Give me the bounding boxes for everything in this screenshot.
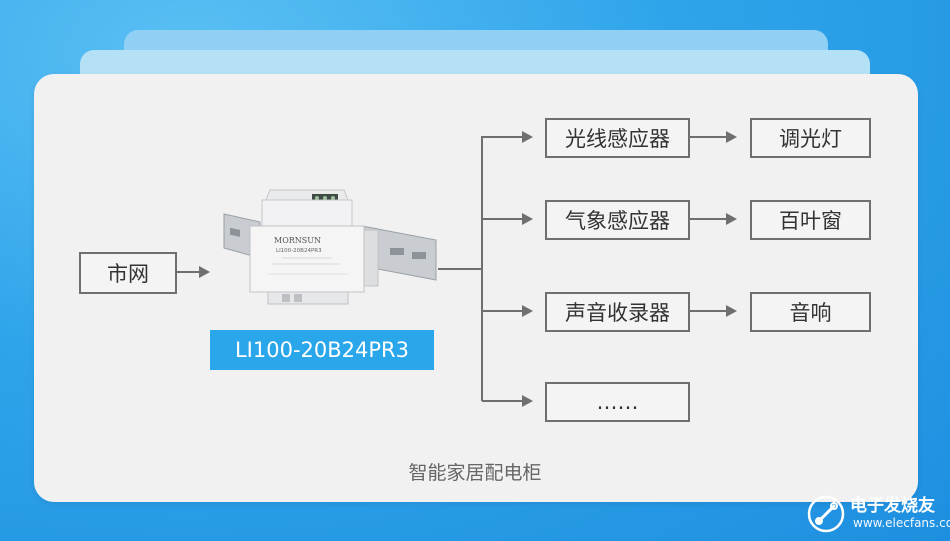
watermark: 电子发烧友 www.elecfans.com xyxy=(806,494,950,534)
target-box-2: 百叶窗 xyxy=(750,200,871,240)
sensor-label-3: 声音收录器 xyxy=(565,301,670,325)
sensor-connector-2 xyxy=(690,218,726,220)
target-label-3: 音响 xyxy=(789,301,832,325)
watermark-title: 电子发烧友 xyxy=(850,496,935,517)
watermark-logo-icon xyxy=(807,495,845,533)
sensor-label-1: 光线感应器 xyxy=(565,127,670,151)
target-box-3: 音响 xyxy=(750,292,871,332)
sensor-box-2: 气象感应器 xyxy=(545,200,690,240)
sensor-connector-3 xyxy=(690,310,726,312)
sensor-connector-1 xyxy=(690,136,726,138)
device-model-text: LI100-20B24PR3 xyxy=(234,338,410,362)
sensor-box-3: 声音收录器 xyxy=(545,292,690,332)
sensor-arrow-3 xyxy=(726,305,737,317)
source-connector xyxy=(177,271,199,273)
sensor-box-4: …… xyxy=(545,382,690,422)
device-part-text: LI100-20B24PR3 xyxy=(276,248,322,254)
source-arrow xyxy=(199,266,210,278)
sensor-box-1: 光线感应器 xyxy=(545,118,690,158)
device-brand-text: MORNSUN xyxy=(274,236,321,245)
branch-line-3 xyxy=(482,310,522,312)
sensor-arrow-1 xyxy=(726,131,737,143)
output-connector xyxy=(438,268,482,270)
branch-arrow-1 xyxy=(522,131,533,143)
watermark-url: www.elecfans.com xyxy=(853,515,950,530)
sensor-label-4: …… xyxy=(596,390,639,414)
branch-line-4 xyxy=(482,400,522,402)
branch-line-2 xyxy=(482,218,522,220)
source-box: 市网 xyxy=(79,252,177,294)
source-label: 市网 xyxy=(107,262,149,286)
target-label-1: 调光灯 xyxy=(779,127,842,151)
target-box-1: 调光灯 xyxy=(750,118,871,158)
branch-arrow-4 xyxy=(522,395,533,407)
branch-line-1 xyxy=(482,136,522,138)
din-rail-power-module-image: MORNSUN LI100-20B24PR3 xyxy=(223,189,437,305)
branch-arrow-2 xyxy=(522,213,533,225)
branch-arrow-3 xyxy=(522,305,533,317)
sensor-arrow-2 xyxy=(726,213,737,225)
diagram-caption: 智能家居配电柜 xyxy=(408,462,542,484)
sensor-label-2: 气象感应器 xyxy=(565,209,670,233)
device-model-label: LI100-20B24PR3 xyxy=(210,330,434,370)
vertical-bus xyxy=(481,136,483,401)
target-label-2: 百叶窗 xyxy=(779,209,842,233)
